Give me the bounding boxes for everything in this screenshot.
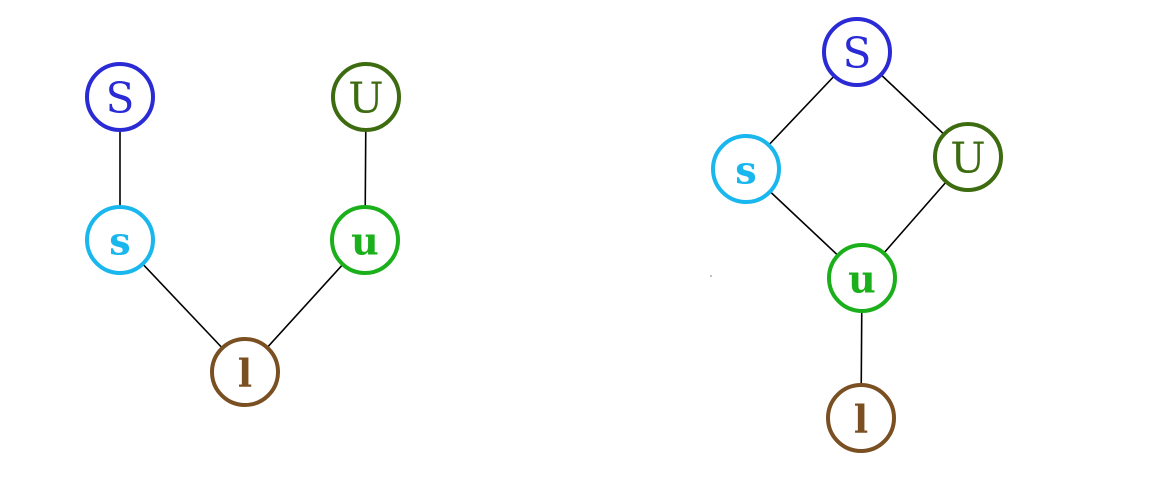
graph-left-tree: Ss Uu l <box>85 62 401 407</box>
right-node-lower-l-circle <box>826 383 896 453</box>
right-node-lower-s: s <box>711 134 781 204</box>
right-node-lower-s-label: s <box>735 148 756 193</box>
left-node-upper-u: U <box>331 62 401 132</box>
left-node-lower-s-label: s <box>109 219 130 264</box>
right-node-upper-s: S <box>822 17 892 87</box>
left-node-lower-l-label: l <box>238 351 252 396</box>
left-node-upper-s: S <box>85 62 155 132</box>
left-node-lower-s-circle <box>85 205 155 275</box>
right-node-lower-u-label: u <box>848 257 876 302</box>
right-node-lower-l: l <box>826 383 896 453</box>
left-node-lower-s: s <box>85 205 155 275</box>
right-node-lower-s-circle <box>711 134 781 204</box>
right-node-upper-s-circle <box>822 17 892 87</box>
left-node-upper-u-label: U <box>348 74 383 123</box>
right-node-lower-l-label: l <box>854 397 868 442</box>
left-node-lower-u-circle <box>330 205 400 275</box>
left-node-upper-u-circle <box>331 62 401 132</box>
right-node-upper-s-label: S <box>843 29 872 78</box>
left-node-lower-u-label: u <box>351 219 379 264</box>
right-node-lower-u-circle <box>827 243 897 313</box>
left-node-lower-l: l <box>210 337 280 407</box>
left-node-lower-u: u <box>330 205 400 275</box>
right-node-upper-u: U <box>933 122 1003 192</box>
right-node-upper-u-circle <box>933 122 1003 192</box>
left-node-lower-l-circle <box>210 337 280 407</box>
stray-dot <box>710 275 712 277</box>
left-node-upper-s-circle <box>85 62 155 132</box>
graph-right-lattice: Ss Uu l <box>711 17 1003 453</box>
right-node-upper-u-label: U <box>950 134 985 183</box>
right-node-lower-u: u <box>827 243 897 313</box>
left-node-upper-s-label: S <box>106 74 135 123</box>
